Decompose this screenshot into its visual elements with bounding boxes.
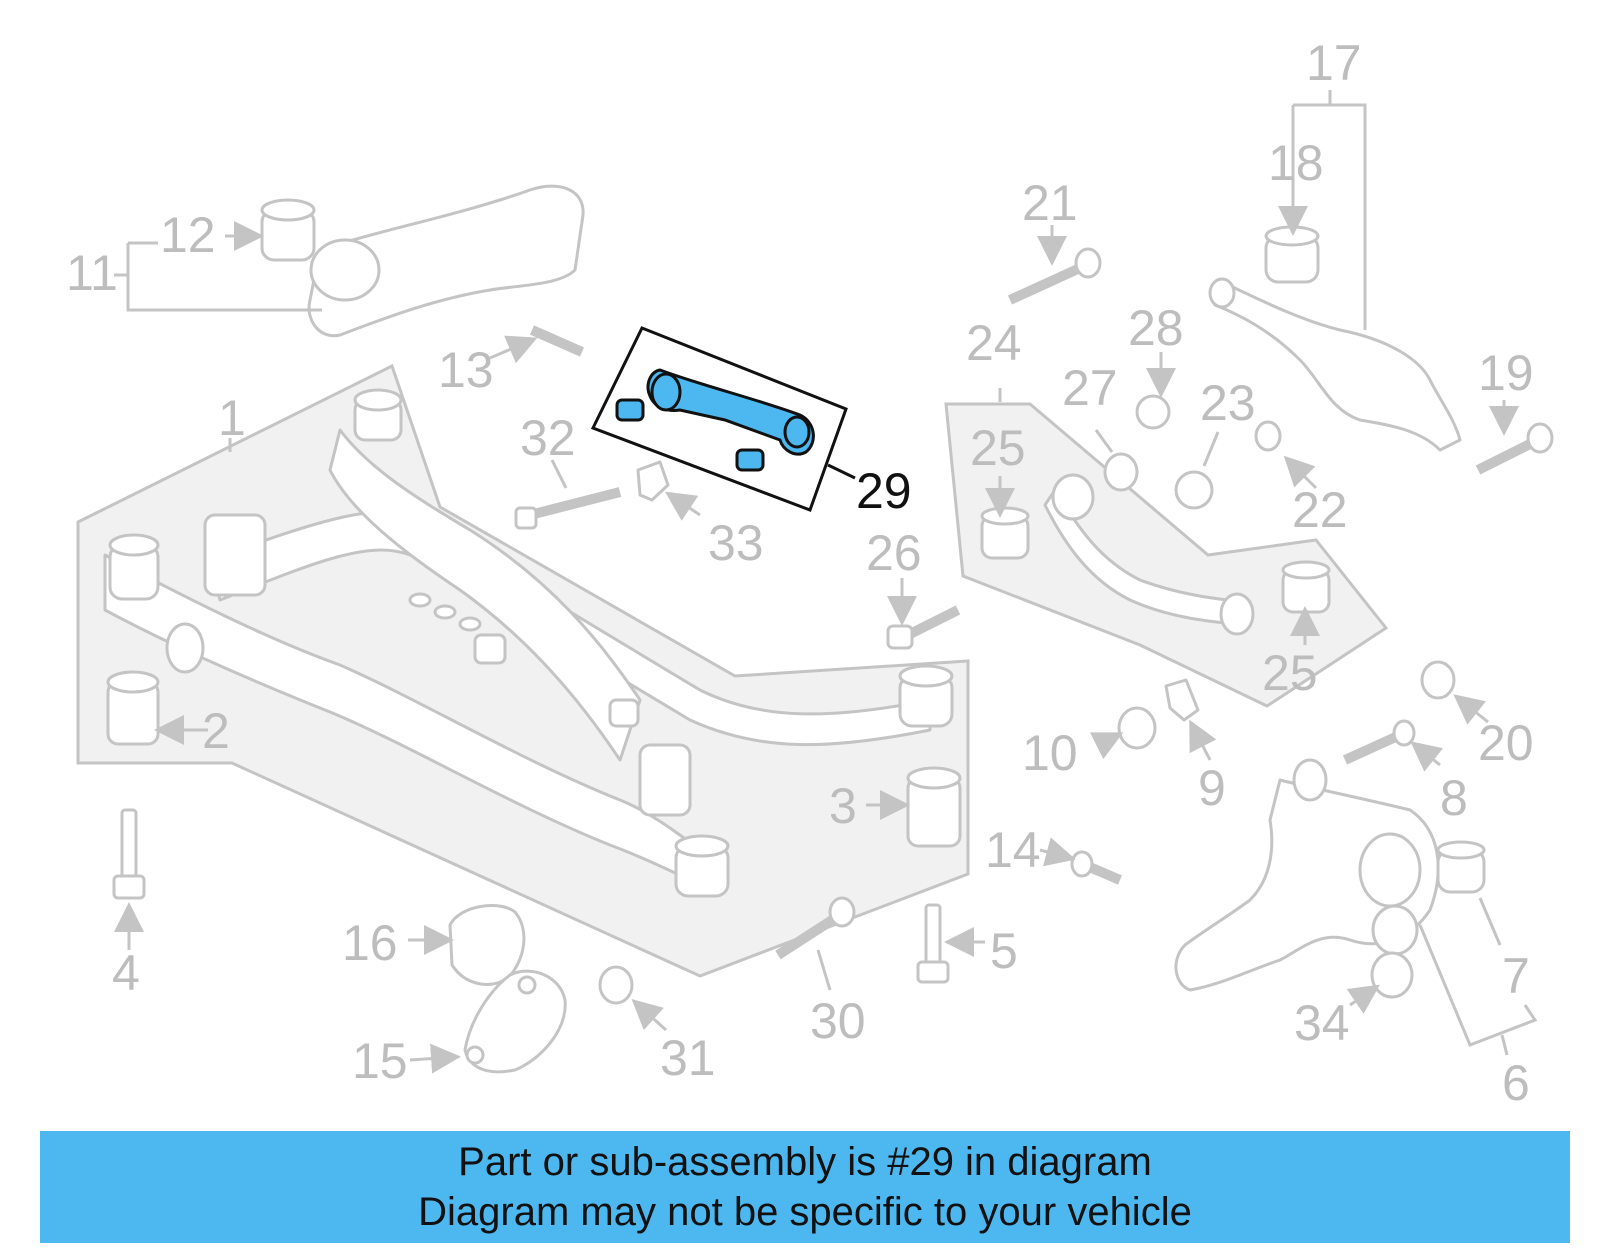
callout-8: 8 — [1440, 770, 1468, 826]
bolt-21 — [1007, 225, 1102, 305]
bolt-13 — [489, 325, 585, 364]
part-29-link-arm — [590, 326, 856, 512]
washer-22 — [1254, 420, 1318, 490]
mount-16 — [408, 904, 526, 986]
callout-6: 6 — [1502, 1055, 1530, 1111]
callout-27: 27 — [1062, 360, 1118, 416]
callout-34: 34 — [1294, 995, 1350, 1051]
banner-line-1: Part or sub-assembly is #29 in diagram — [458, 1140, 1152, 1184]
callout-3: 3 — [829, 778, 857, 834]
callout-23: 23 — [1200, 375, 1256, 431]
bolt-14 — [1039, 837, 1122, 885]
callout-7: 7 — [1502, 948, 1530, 1004]
bolt-5 — [916, 903, 985, 984]
bolt-8 — [1342, 719, 1444, 772]
callout-15: 15 — [352, 1033, 408, 1089]
callout-10: 10 — [1022, 725, 1078, 781]
washer-27 — [1094, 429, 1139, 492]
arm-24-group — [944, 388, 1389, 708]
callout-25-top: 25 — [970, 420, 1026, 476]
nut-31 — [598, 965, 668, 1032]
info-banner: Part or sub-assembly is #29 in diagram D… — [40, 1131, 1570, 1243]
bolt-30 — [775, 896, 856, 991]
nut-20 — [1420, 660, 1489, 725]
callout-33: 33 — [708, 515, 764, 571]
nut-28 — [1135, 352, 1176, 430]
callout-11: 11 — [66, 245, 118, 301]
bushing-18 — [1264, 190, 1320, 284]
callout-5: 5 — [990, 923, 1018, 979]
callout-14: 14 — [985, 822, 1041, 878]
callout-22: 22 — [1292, 482, 1348, 538]
callout-20: 20 — [1478, 715, 1534, 771]
callout-2: 2 — [202, 703, 230, 759]
callout-1: 1 — [218, 390, 246, 446]
callout-19: 19 — [1478, 345, 1534, 401]
bolt-32 — [514, 459, 622, 530]
bushing-7 — [1436, 840, 1502, 946]
bushing-3 — [866, 766, 962, 848]
callout-21: 21 — [1022, 175, 1078, 231]
callout-24: 24 — [966, 315, 1022, 371]
nut-34 — [1346, 951, 1414, 1014]
bolt-4 — [112, 808, 146, 950]
callout-9: 9 — [1198, 760, 1226, 816]
callout-29-highlighted: 29 — [856, 463, 912, 519]
nut-10 — [1089, 706, 1157, 760]
banner-line-2: Diagram may not be specific to your vehi… — [418, 1190, 1192, 1234]
callout-12: 12 — [160, 207, 216, 263]
callout-31: 31 — [660, 1030, 716, 1086]
callout-30: 30 — [810, 993, 866, 1049]
callout-13: 13 — [438, 342, 494, 398]
bracket-9 — [1164, 678, 1217, 761]
bolt-26 — [886, 578, 961, 650]
bushing-12 — [225, 198, 316, 262]
nut-23 — [1174, 431, 1220, 510]
callout-32: 32 — [520, 410, 576, 466]
bushing-2 — [106, 670, 208, 746]
bracket-15 — [409, 969, 567, 1074]
callout-25-bottom: 25 — [1262, 645, 1318, 701]
bracket-33 — [636, 460, 701, 521]
knuckle-6 — [1174, 758, 1538, 1056]
callout-17: 17 — [1306, 35, 1362, 91]
bolt-19 — [1475, 400, 1554, 475]
trailing-arm-11 — [114, 184, 585, 338]
callout-16: 16 — [342, 915, 398, 971]
lower-arm-17 — [1208, 90, 1462, 452]
crossmember-group — [76, 363, 970, 978]
callout-4: 4 — [112, 945, 140, 1001]
callout-18: 18 — [1268, 135, 1324, 191]
callout-26: 26 — [866, 525, 922, 581]
callout-28: 28 — [1128, 300, 1184, 356]
